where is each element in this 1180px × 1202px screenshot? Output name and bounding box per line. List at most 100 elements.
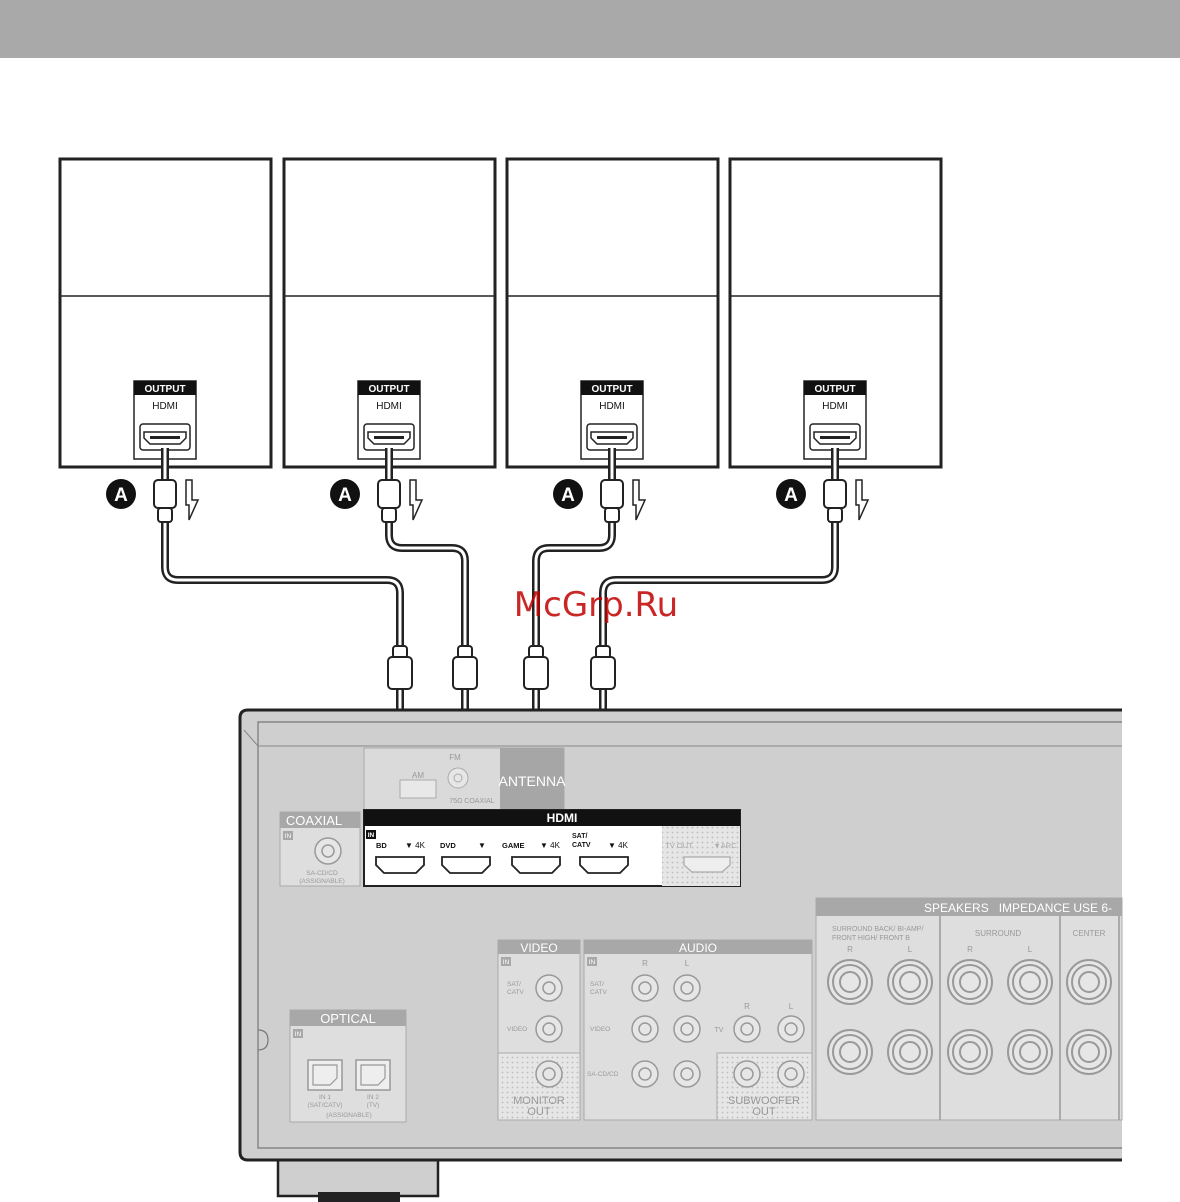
speaker-terminal	[947, 1029, 993, 1075]
speaker-terminal	[887, 1029, 933, 1075]
hdmi-input-bd-port[interactable]	[375, 856, 425, 874]
audio-row-sacd-label: SA-CD/CD	[587, 1071, 619, 1078]
speaker-terminal	[1066, 959, 1112, 1005]
signal-direction-icon	[632, 479, 647, 521]
speaker-terminal	[947, 959, 993, 1005]
optical-in2-label: IN 2(TV)	[367, 1094, 380, 1109]
hdmi-in-label: IN	[368, 832, 375, 839]
audio-jack	[631, 1015, 659, 1043]
device-1: OUTPUT HDMI	[58, 157, 273, 469]
cable-plug	[590, 645, 616, 690]
cable-plugs-bottom	[387, 645, 616, 690]
hdmi-output-port[interactable]	[139, 423, 191, 451]
antenna-panel: ANTENNA AM FM 75Ω COAXIAL	[363, 747, 567, 811]
header-bar	[0, 0, 1180, 58]
speaker-l-label: L	[908, 945, 913, 954]
video-title: VIDEO	[520, 941, 557, 955]
optical-panel: OPTICAL IN IN 1(SAT/CATV) IN 2(TV) (ASSI…	[289, 1009, 407, 1123]
video-in-label: IN	[503, 959, 510, 966]
audio-jack	[631, 1060, 659, 1088]
video-video-jack	[535, 1015, 563, 1043]
audio-r-label: R	[642, 959, 648, 968]
device-output-label: OUTPUT	[814, 384, 855, 395]
audio-l-label: L	[685, 959, 690, 968]
cable-plug	[600, 479, 624, 523]
speaker-l-label: L	[1028, 945, 1033, 954]
cable-plug	[823, 479, 847, 523]
signal-direction-icon	[409, 479, 424, 521]
hdmi-title: HDMI	[547, 811, 578, 825]
hdmi-input-satcatv-label: SAT/CATV	[572, 833, 591, 849]
video-row-satcatv-label: SAT/CATV	[507, 981, 525, 996]
cable-marker-a: A	[330, 479, 360, 509]
hdmi-input-dvd-port[interactable]	[441, 856, 491, 874]
audio-tv-jack	[777, 1015, 805, 1043]
svg-text:A: A	[114, 485, 128, 506]
signal-direction-icon	[855, 479, 870, 521]
speaker-group-front-label: SURROUND BACK/ BI-AMP/FRONT HIGH/ FRONT …	[832, 926, 923, 942]
audio-row-video-label: VIDEO	[590, 1026, 610, 1033]
audio-tv-l-label: L	[789, 1002, 794, 1011]
device-output-label: OUTPUT	[144, 384, 185, 395]
speaker-terminal	[827, 959, 873, 1005]
hdmi-tv-out-port	[683, 856, 731, 873]
hdmi-output-port[interactable]	[586, 423, 638, 451]
hdmi-panel: HDMI IN TV OUT ▼ARC BD ▼ 4K DVD ▼ GAME ▼…	[363, 809, 741, 887]
optical-title: OPTICAL	[320, 1011, 376, 1026]
hdmi-cable-3	[532, 448, 616, 710]
speaker-group-center-label: CENTER	[1073, 929, 1106, 938]
video-row-video-label: VIDEO	[507, 1026, 527, 1033]
audio-row-satcatv-label: SAT/CATV	[590, 981, 608, 996]
audio-tv-label: TV	[715, 1027, 724, 1034]
arc-label: ▼ARC	[713, 841, 737, 850]
device-port-label: HDMI	[599, 401, 625, 412]
hdmi-cable-1	[161, 448, 404, 710]
optical-in1-label: IN 1(SAT/CATV)	[307, 1094, 342, 1109]
audio-jack	[673, 1015, 701, 1043]
hdmi-output-port[interactable]	[809, 423, 861, 451]
cable-plug	[452, 645, 478, 690]
hdmi-cable-2	[385, 448, 469, 710]
coaxial-input-label: SA-CD/CD(ASSIGNABLE)	[299, 870, 345, 885]
signal-arrows	[185, 479, 870, 521]
cable-marker-a: A	[776, 479, 806, 509]
badge-4k-icon: ▼ 4K	[540, 841, 561, 850]
badge-4k-icon: ▼ 4K	[608, 841, 629, 850]
cable-plugs-top	[153, 479, 847, 523]
speakers-panel: SPEAKERS IMPEDANCE USE 6- SURROUND BACK/…	[815, 897, 1123, 1121]
speaker-r-label: R	[967, 945, 973, 954]
coaxial-panel: COAXIAL IN SA-CD/CD(ASSIGNABLE)	[279, 811, 361, 887]
coaxial-in-label: IN	[285, 833, 292, 840]
svg-text:A: A	[784, 485, 798, 506]
cable-plug	[153, 479, 177, 523]
device-2: OUTPUT HDMI	[282, 157, 497, 469]
hdmi-output-port[interactable]	[363, 423, 415, 451]
audio-title: AUDIO	[679, 941, 717, 955]
tv-out-label: TV OUT	[665, 841, 693, 850]
audio-panel: AUDIO IN R L SAT/CATV VIDEO SA-CD/CD R L…	[583, 939, 813, 1121]
monitor-out-jack	[535, 1060, 563, 1088]
signal-direction-icon	[185, 479, 200, 521]
device-port-label: HDMI	[152, 401, 178, 412]
audio-tv-r-label: R	[744, 1002, 750, 1011]
fm-coaxial-label: 75Ω COAXIAL	[449, 798, 494, 805]
hdmi-input-game-port[interactable]	[511, 856, 561, 874]
cable-plug	[523, 645, 549, 690]
speaker-terminal	[1007, 959, 1053, 1005]
device-output-label: OUTPUT	[591, 384, 632, 395]
audio-jack	[673, 974, 701, 1002]
hdmi-input-satcatv-port[interactable]	[579, 856, 629, 874]
speakers-title: SPEAKERS IMPEDANCE USE 6-	[924, 901, 1112, 915]
arrow-down-icon: ▼	[478, 841, 486, 850]
antenna-label: ANTENNA	[499, 773, 567, 789]
speaker-terminal	[887, 959, 933, 1005]
coaxial-title: COAXIAL	[286, 813, 342, 828]
speaker-terminal	[1007, 1029, 1053, 1075]
speaker-group-surround-label: SURROUND	[975, 929, 1021, 938]
speaker-terminal	[1066, 1029, 1112, 1075]
subwoofer-jack	[733, 1060, 761, 1088]
audio-tv-jack	[733, 1015, 761, 1043]
